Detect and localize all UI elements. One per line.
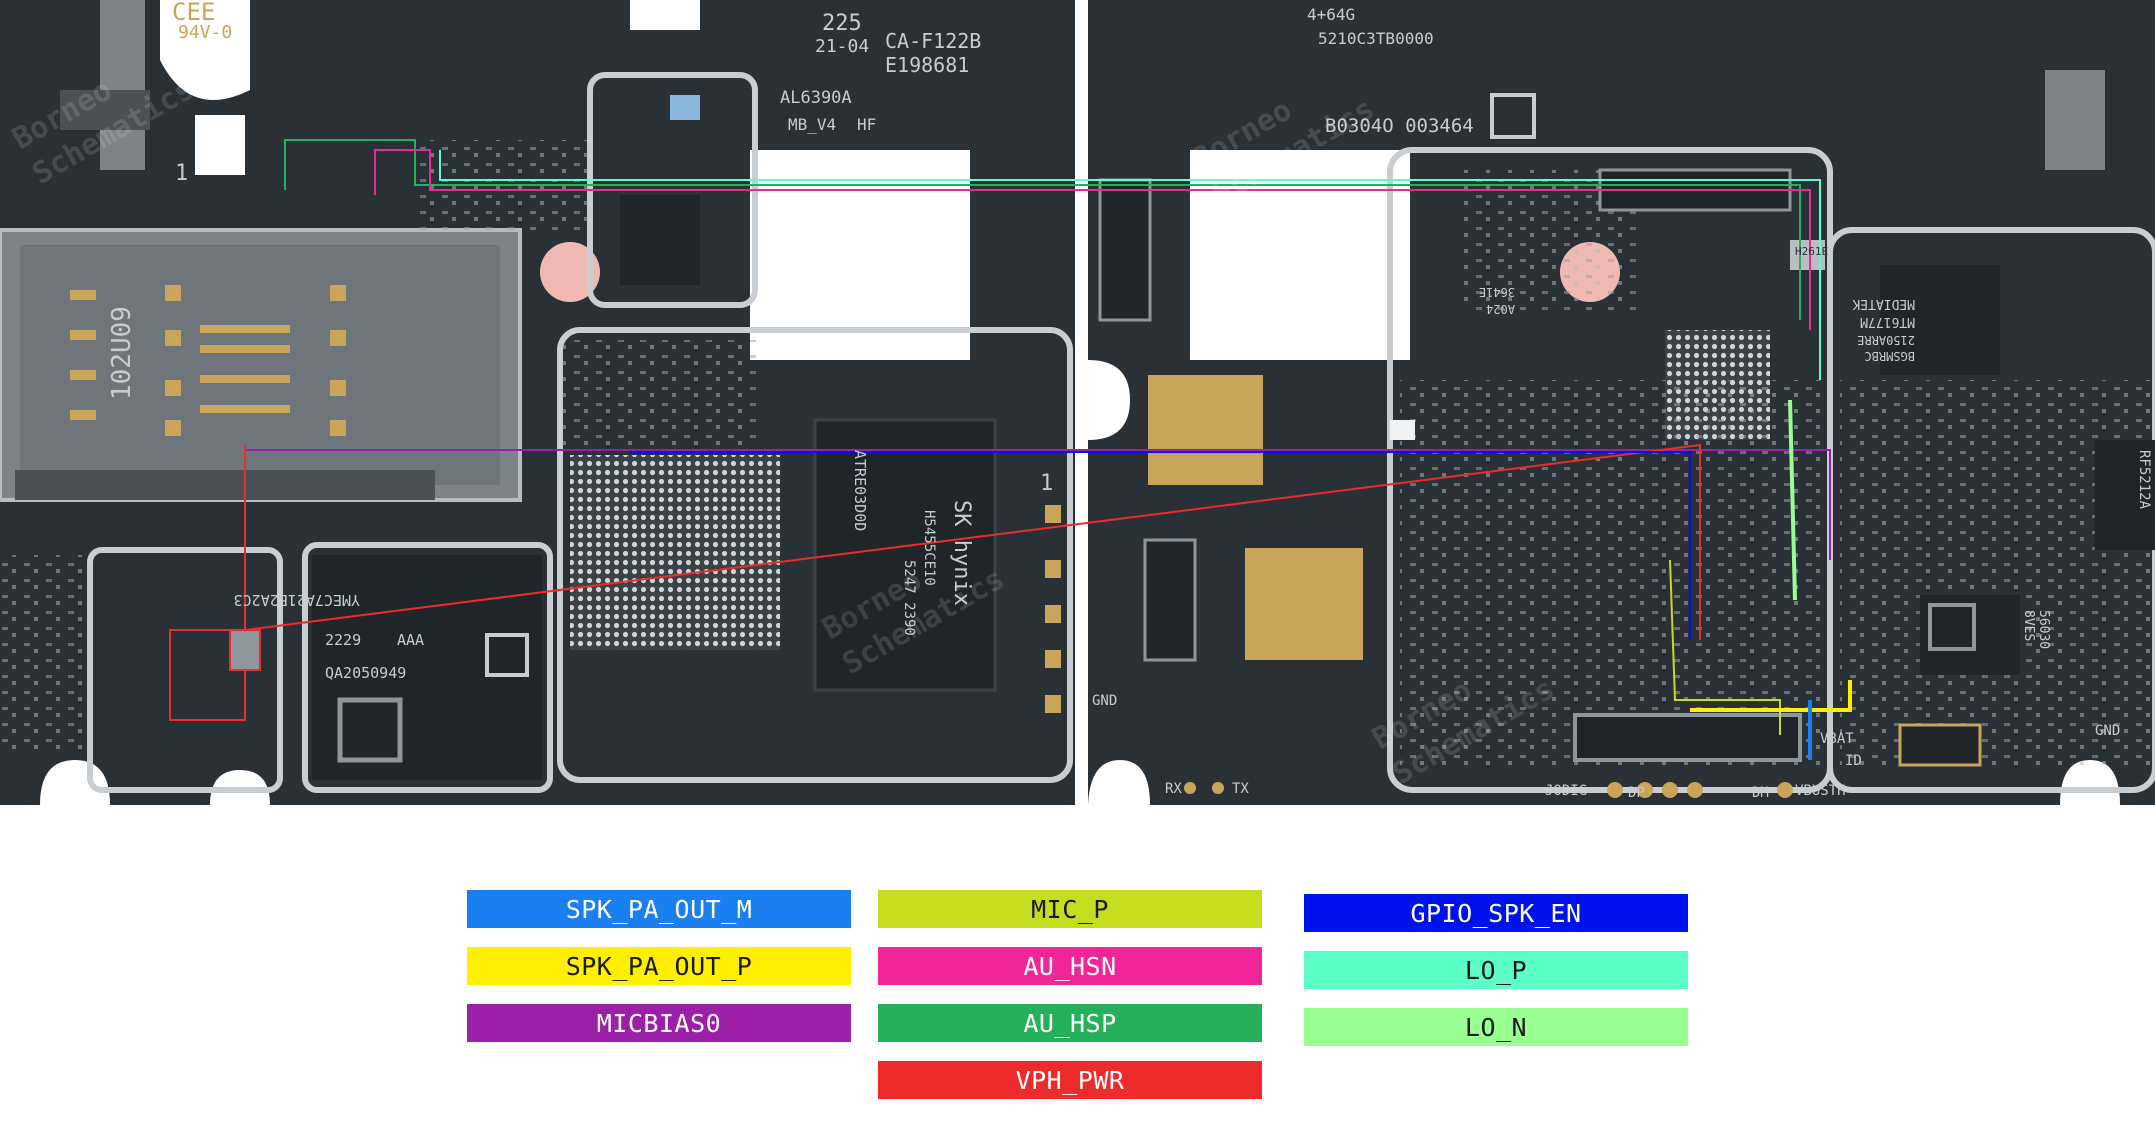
label-2229: 2229 xyxy=(325,631,361,649)
label-94v0: 94V-0 xyxy=(178,22,232,43)
shield-soc xyxy=(557,327,1073,783)
label-8ves: 8VES xyxy=(2021,610,2036,641)
legend-label: LO_N xyxy=(1464,1012,1528,1042)
board-text: CEE 94V-0 225 21-04 CA-F122B E198681 AL6… xyxy=(107,0,2152,801)
label-one-a: 1 xyxy=(175,161,188,186)
legend-spk-pa-out-p: SPK_PA_OUT_P xyxy=(467,947,851,985)
label-56030: 56030 xyxy=(2036,610,2051,649)
trace-vph-pwr xyxy=(244,443,1701,640)
right-board xyxy=(485,0,2155,805)
legend-au-hsp: AU_HSP xyxy=(878,1004,1262,1042)
label-one-b: 1 xyxy=(1040,471,1053,496)
legend-label: AU_HSN xyxy=(1023,951,1117,981)
sim-contacts xyxy=(70,285,346,436)
trace-micbias xyxy=(245,449,1831,560)
trace-gpio xyxy=(630,451,1691,640)
label-skhynix: SK hynix xyxy=(949,500,974,606)
label-sn-code: 5210C3TB0000 xyxy=(1318,29,1434,48)
legend-label: LO_P xyxy=(1464,955,1528,985)
label-qa: QA2050949 xyxy=(325,664,406,682)
label-e198681: E198681 xyxy=(885,53,969,77)
label-ca-f122b: CA-F122B xyxy=(885,29,981,53)
legend-lo-n: LO_N xyxy=(1304,1008,1688,1046)
shield-emmc xyxy=(302,542,553,793)
label-mb-v4: MB_V4 xyxy=(788,115,836,134)
label-2104: 21-04 xyxy=(815,36,869,57)
label-mem-line1: H5455CE10 xyxy=(921,510,937,586)
label-aaa: AAA xyxy=(397,631,424,649)
label-gnd-right: GND xyxy=(2095,723,2120,739)
trace-mic-p xyxy=(1669,559,1781,735)
legend-label: SPK_PA_OUT_P xyxy=(565,951,753,981)
legend-label: VPH_PWR xyxy=(1015,1065,1125,1095)
legend-label: GPIO_SPK_EN xyxy=(1410,898,1582,928)
label-a024: A024 xyxy=(1486,302,1515,316)
label-gnd-left: GND xyxy=(1092,693,1117,709)
label-vbat: VBAT xyxy=(1820,731,1854,747)
trace-au-hsp xyxy=(284,139,1801,320)
left-board xyxy=(0,0,1075,805)
legend-label: AU_HSP xyxy=(1023,1008,1117,1038)
label-rx: RX xyxy=(1165,781,1182,797)
left-connector-top xyxy=(1098,178,1152,322)
legend-micbias0: MICBIAS0 xyxy=(467,1004,851,1042)
soc-bga xyxy=(570,455,780,650)
label-3641e: 3641E xyxy=(1479,285,1515,299)
label-id: ID xyxy=(1845,753,1862,769)
trace-spk-p xyxy=(1690,680,1852,712)
label-board-id: B0304O 003464 xyxy=(1325,115,1474,137)
trace-lo-p xyxy=(439,150,1821,380)
label-mediatek: MEDIATEK xyxy=(1852,296,1915,311)
label-vbusth: VBUSTH xyxy=(1795,783,1846,799)
legend-label: MICBIAS0 xyxy=(596,1008,722,1038)
label-rf5212a: RF5212A xyxy=(2136,450,2152,510)
label-mt6177m: MT6177M xyxy=(1860,314,1915,329)
trace-lo-n xyxy=(1788,399,1797,601)
trace-au-hsn xyxy=(374,149,1811,330)
label-jodig: JODIG xyxy=(1545,783,1587,799)
label-ram-size: 4+64G xyxy=(1307,5,1355,24)
memory-chip xyxy=(813,418,997,692)
signal-traces xyxy=(169,139,1852,760)
gold-pad-bottom xyxy=(1245,548,1363,660)
legend-mic-p: MIC_P xyxy=(878,890,1262,928)
label-ymec: YMEC7A21B2A2C3 xyxy=(234,591,360,609)
label-mt-sub: BGSMRBC xyxy=(1864,349,1915,363)
label-225: 225 xyxy=(822,11,862,36)
legend-lo-p: LO_P xyxy=(1304,951,1688,989)
bottom-connector xyxy=(1573,713,1802,762)
emmc-chip xyxy=(312,555,542,780)
legend-gpio-spk-en: GPIO_SPK_EN xyxy=(1304,894,1688,932)
label-al6390a: AL6390A xyxy=(780,88,852,108)
label-dm: DM xyxy=(1752,785,1769,801)
legend-label: SPK_PA_OUT_M xyxy=(565,894,753,924)
left-window-cutout xyxy=(750,150,970,360)
label-h261e: H261E xyxy=(1795,245,1828,258)
legend-vph-pwr: VPH_PWR xyxy=(878,1061,1262,1099)
label-102u09: 102U09 xyxy=(107,306,137,400)
legend-spk-pa-out-m: SPK_PA_OUT_M xyxy=(467,890,851,928)
label-mem-line3: ATRE03D0D xyxy=(851,450,869,531)
label-dp: DP xyxy=(1628,785,1645,801)
label-tx: TX xyxy=(1232,781,1249,797)
left-connector-bottom xyxy=(1143,538,1197,662)
legend-label: MIC_P xyxy=(1031,894,1109,924)
label-code-2150: 2150ARRE xyxy=(1857,333,1915,347)
legend-au-hsn: AU_HSN xyxy=(878,947,1262,985)
right-window-cutout xyxy=(1190,150,1410,360)
label-hf: HF xyxy=(857,115,876,134)
gold-pad-top xyxy=(1148,375,1263,485)
label-mem-line2: 5247 2390 xyxy=(901,560,917,636)
label-cee: CEE xyxy=(172,0,215,26)
